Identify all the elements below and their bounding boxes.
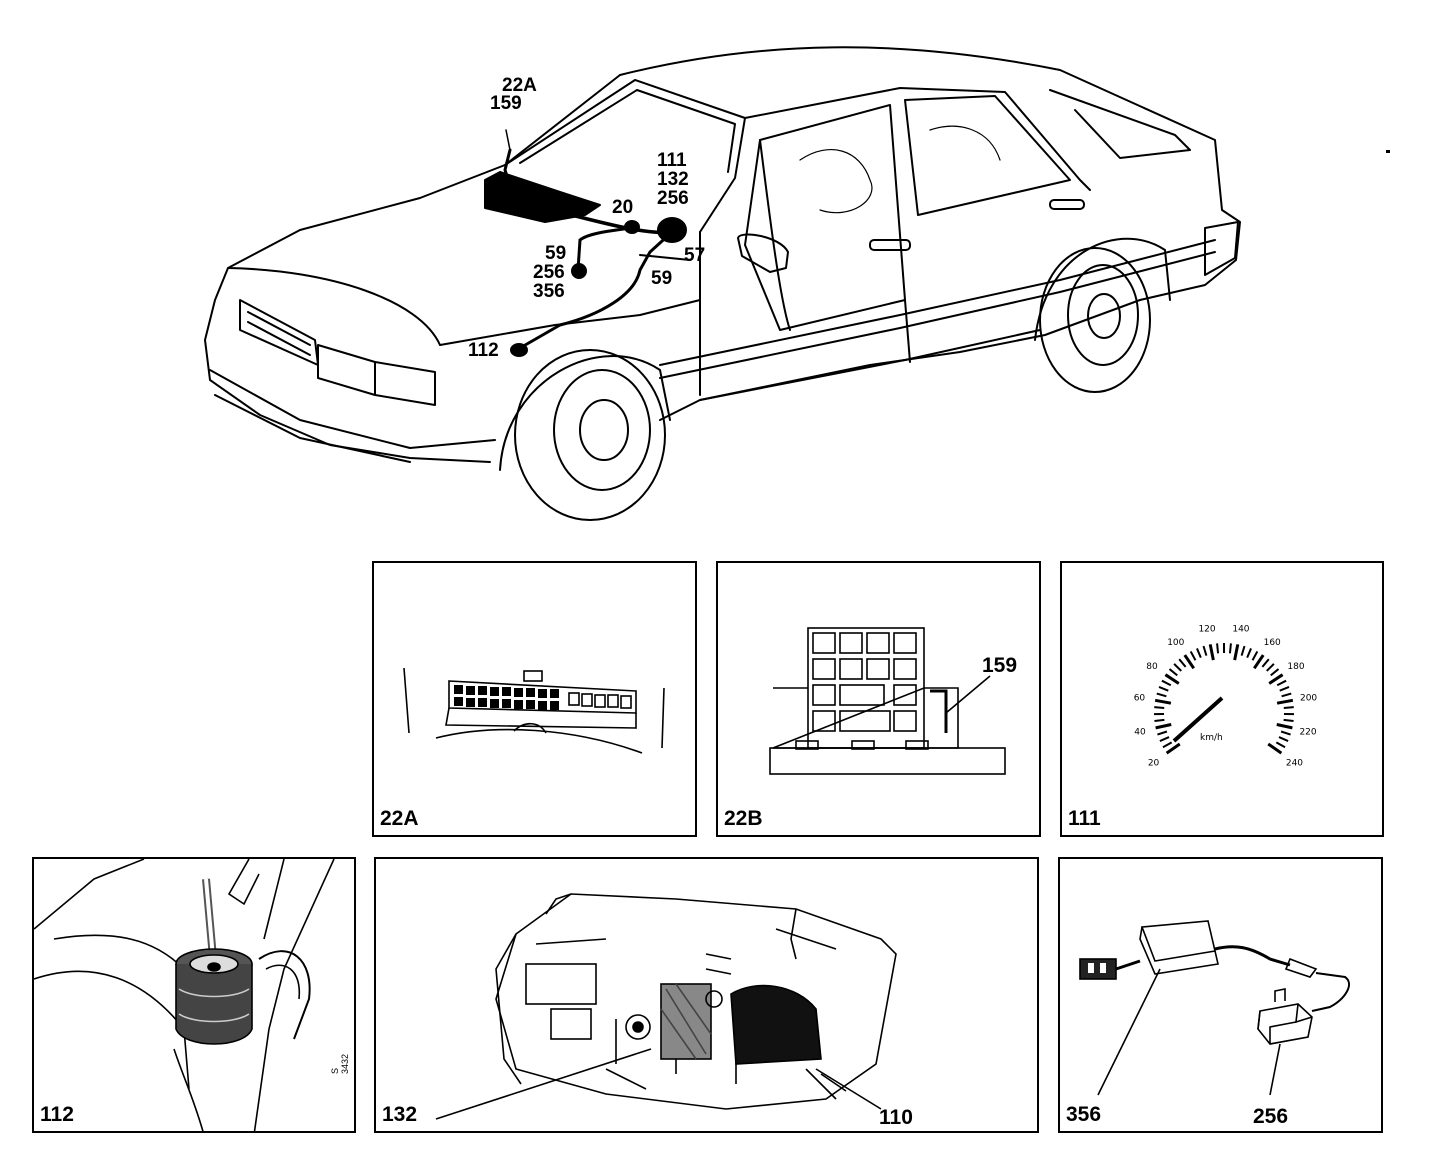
speedometer-tick-label: 180 (1287, 662, 1304, 672)
instrument-cluster-drawing (435, 893, 897, 1120)
speedometer-minor-tick (1270, 668, 1280, 677)
speedometer-unit: km/h (1200, 733, 1223, 743)
speedometer-tick-label: 240 (1286, 758, 1303, 768)
panel-132-label: 132 (382, 1103, 418, 1126)
control-module-drawing (1079, 920, 1350, 1096)
speedometer-minor-tick (1276, 679, 1287, 687)
speedometer-minor-tick (1278, 736, 1289, 742)
speedometer-minor-tick (1279, 686, 1290, 692)
speedometer-labels: 20 40 60 80 100 120 140 160 180 200 220 240 (1134, 625, 1318, 769)
speedometer-drawing: 20 40 60 80 100 120 140 160 180 200 220 240 km/h (1134, 625, 1318, 769)
speedometer-major-tick (1233, 644, 1240, 661)
speedometer-tick-label: 60 (1134, 693, 1146, 703)
speedometer-major-tick (1183, 654, 1195, 670)
panel-22a: 22A (372, 561, 697, 837)
speedometer-tick-label: 120 (1198, 625, 1215, 635)
speedometer-tick-label: 40 (1134, 727, 1146, 737)
panel-111-label: 111 (1068, 807, 1101, 830)
panel-112: S 3432 112 (32, 857, 356, 1133)
speedometer-minor-tick (1168, 668, 1178, 677)
speedometer-tick-label: 20 (1148, 758, 1160, 768)
panel-132: 110 132 (374, 857, 1039, 1133)
speedometer-major-tick (1253, 654, 1265, 670)
panel-22a-label: 22A (380, 807, 419, 830)
callout-59-left: 59 (545, 243, 567, 264)
callout-159: 159 (490, 93, 522, 114)
sensor-drawing (34, 859, 335, 1131)
relay-box-drawing (769, 627, 1006, 775)
panel-112-label: 112 (40, 1103, 74, 1126)
car-overview-drawing (204, 46, 1241, 521)
speedometer-minor-tick (1228, 643, 1232, 654)
panel-356-label: 356 (1066, 1103, 1102, 1126)
callout-132: 132 (657, 169, 689, 190)
speedometer-tick-label: 140 (1232, 625, 1249, 635)
speedometer-major-tick (1208, 644, 1215, 661)
speedometer-minor-tick (1283, 718, 1294, 723)
panel-356-callout-256: 256 (1253, 1105, 1289, 1128)
speedometer-major-tick (1154, 698, 1172, 705)
speedometer-tick-label: 80 (1146, 662, 1158, 672)
panel-22b: 159 22B (716, 561, 1041, 837)
speedometer-needle (1172, 696, 1224, 743)
speedometer-minor-tick (1283, 706, 1294, 710)
speedometer-minor-tick (1159, 736, 1170, 742)
speedometer-major-tick (1276, 698, 1294, 705)
callout-59-right: 59 (651, 268, 673, 289)
speedometer-tick-label: 160 (1264, 638, 1281, 648)
speedometer-minor-tick (1154, 706, 1165, 710)
callout-22a: 22A (502, 75, 537, 96)
callout-256-left: 256 (533, 262, 565, 283)
speedometer-minor-tick (1216, 643, 1220, 654)
stray-mark (1386, 150, 1390, 153)
speedometer-major-tick (1267, 742, 1283, 755)
callout-57: 57 (684, 245, 706, 266)
speedometer-tick-label: 200 (1300, 693, 1317, 703)
speedometer-minor-tick (1157, 730, 1168, 736)
panel-132-callout-110: 110 (879, 1106, 913, 1129)
speedometer-major-tick (1276, 723, 1293, 730)
speedometer-minor-tick (1154, 718, 1165, 723)
speedometer-minor-tick (1196, 648, 1202, 659)
callout-356: 356 (533, 281, 565, 302)
callout-111: 111 (657, 150, 687, 171)
speedometer-minor-tick (1280, 730, 1291, 736)
speedometer-minor-tick (1275, 741, 1286, 749)
speedometer-tick-label: 220 (1299, 727, 1316, 737)
speedometer-minor-tick (1202, 645, 1208, 656)
panel-111: 20 40 60 80 100 120 140 160 180 200 220 240 km/h 11… (1060, 561, 1384, 837)
callout-20: 20 (612, 197, 634, 218)
panel-356: 256 356 (1058, 857, 1383, 1133)
speedometer-minor-tick (1162, 741, 1173, 749)
callout-112: 112 (468, 340, 499, 361)
speedometer-major-tick (1155, 723, 1172, 730)
panel-22b-callout-159: 159 (982, 654, 1018, 677)
speedometer-minor-tick (1261, 658, 1270, 668)
speedometer-major-tick (1268, 673, 1284, 685)
panel-22b-label: 22B (724, 807, 763, 830)
speedometer-minor-tick (1240, 645, 1246, 656)
speedometer-minor-tick (1158, 686, 1169, 692)
speedometer-minor-tick (1266, 663, 1275, 672)
panel-112-code: S 3432 (330, 1053, 350, 1074)
speedometer-minor-tick (1173, 663, 1182, 672)
speedometer-minor-tick (1156, 692, 1167, 698)
speedometer-minor-tick (1178, 658, 1187, 668)
callout-256-top: 256 (657, 188, 689, 209)
speedometer-minor-tick (1251, 650, 1259, 661)
speedometer-tick-label: 100 (1167, 638, 1184, 648)
speedometer-minor-tick (1189, 650, 1197, 661)
fusebox-drawing (403, 667, 665, 754)
speedometer-ticks (1153, 643, 1295, 755)
speedometer-major-tick (1165, 742, 1181, 755)
speedometer-minor-tick (1161, 679, 1172, 687)
speedometer-minor-tick (1246, 648, 1252, 659)
speedometer-minor-tick (1281, 692, 1292, 698)
speedometer-major-tick (1164, 673, 1180, 685)
